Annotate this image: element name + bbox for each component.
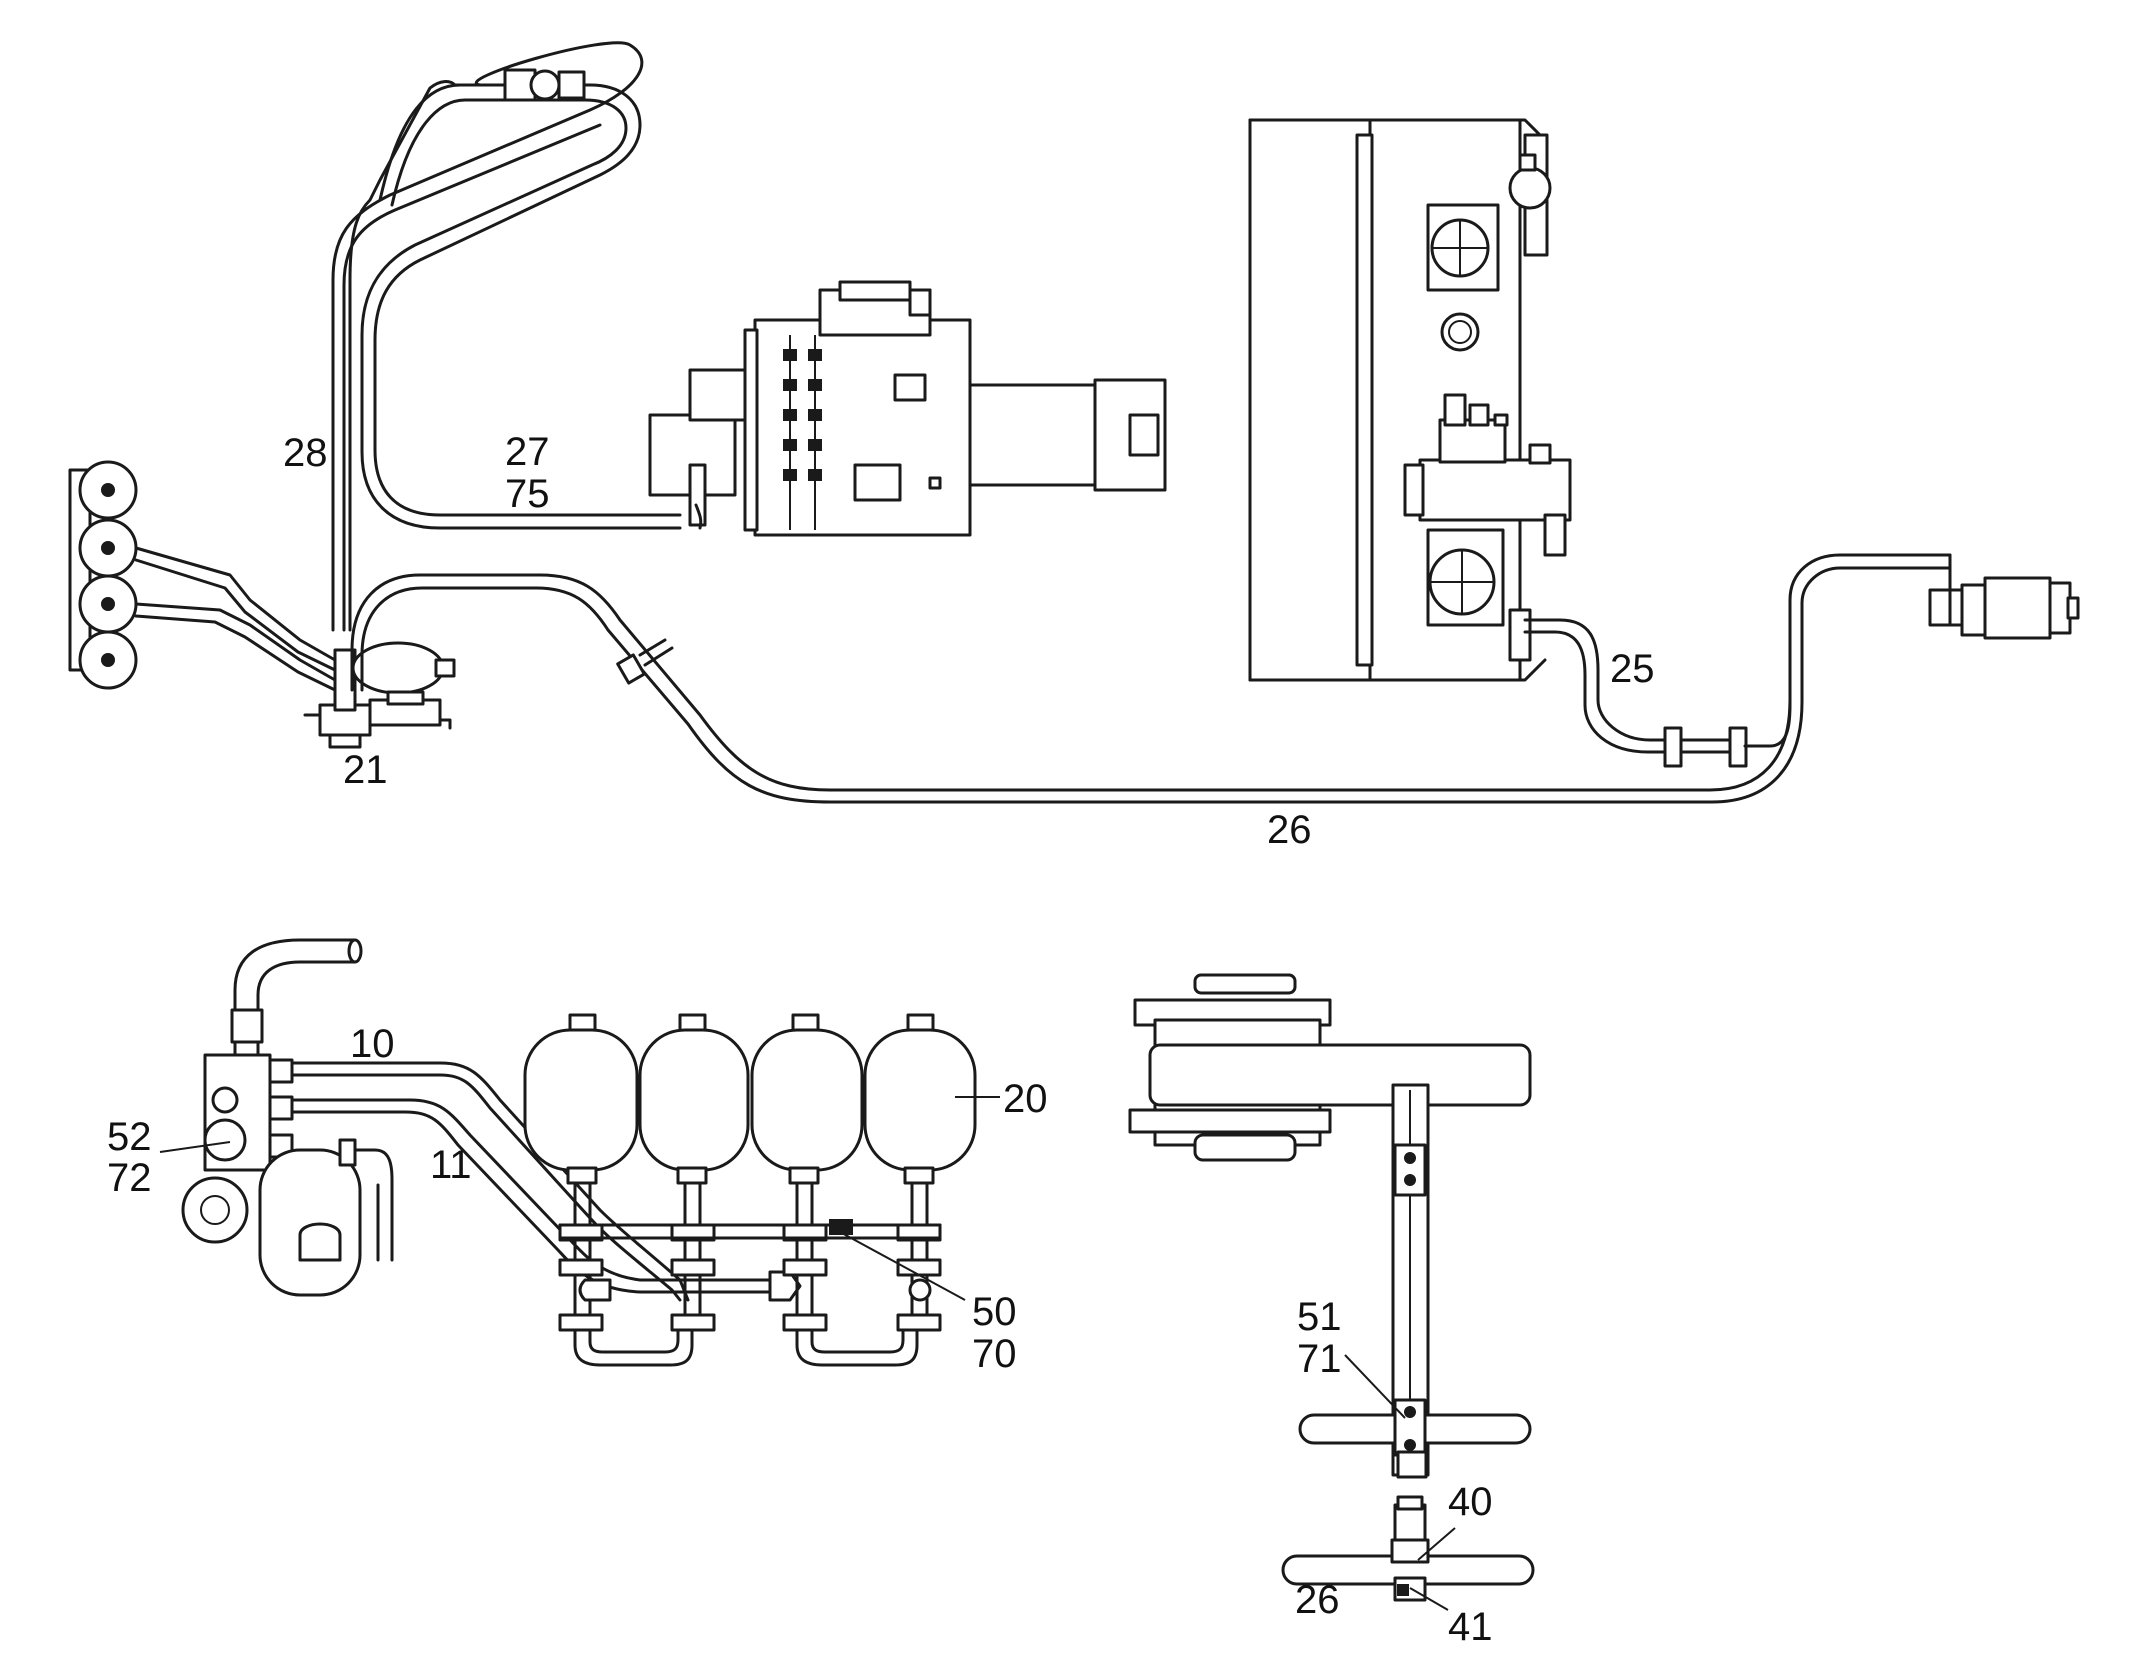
accumulator-fittings bbox=[558, 1219, 942, 1332]
callout-25: 25 bbox=[1610, 647, 1655, 691]
callout-72: 72 bbox=[107, 1156, 152, 1200]
frame-housing bbox=[1248, 118, 1572, 682]
u-bend-lines bbox=[573, 1328, 919, 1367]
leader-lines-bottom-left bbox=[159, 1096, 1000, 1301]
callout-71: 71 bbox=[1297, 1337, 1342, 1381]
callout-10: 10 bbox=[350, 1022, 395, 1066]
loop-hose-28 bbox=[331, 41, 682, 632]
callout-51: 51 bbox=[1297, 1295, 1342, 1339]
accumulators-20 bbox=[523, 1013, 977, 1367]
wheel-bracket-assembly bbox=[1128, 973, 1532, 1479]
manifold-assembly bbox=[181, 938, 394, 1297]
callout-40: 40 bbox=[1448, 1480, 1493, 1524]
callout-26-top: 26 bbox=[1267, 808, 1312, 852]
callout-26-bottom: 26 bbox=[1295, 1578, 1340, 1622]
gauge-cluster bbox=[68, 460, 337, 692]
callout-21: 21 bbox=[343, 748, 388, 792]
callout-27: 27 bbox=[505, 430, 550, 474]
callout-20: 20 bbox=[1003, 1077, 1048, 1121]
transmission-bolts bbox=[783, 349, 822, 481]
callout-70: 70 bbox=[972, 1332, 1017, 1376]
callout-50: 50 bbox=[972, 1290, 1017, 1334]
accumulator-3 bbox=[750, 1013, 864, 1322]
right-motor bbox=[1928, 553, 2080, 640]
callout-41: 41 bbox=[1448, 1605, 1493, 1649]
callout-labels: 28 27 75 21 26 25 10 11 52 72 20 50 70 5… bbox=[107, 430, 1655, 1649]
lower-bar-assembly bbox=[1281, 1495, 1535, 1602]
hose-25 bbox=[1523, 618, 1792, 768]
callout-28: 28 bbox=[283, 431, 328, 475]
accumulator-2 bbox=[638, 1013, 750, 1322]
valve-block-21 bbox=[303, 641, 456, 749]
callout-11: 11 bbox=[430, 1143, 472, 1187]
leader-lines-bottom-right bbox=[1344, 1354, 1456, 1611]
transmission-unit bbox=[648, 280, 1167, 537]
callout-75: 75 bbox=[505, 472, 550, 516]
hose-26-clamp bbox=[616, 638, 674, 685]
accumulator-1 bbox=[523, 1013, 639, 1322]
accumulator-4 bbox=[863, 1013, 977, 1322]
callout-52: 52 bbox=[107, 1115, 152, 1159]
hose-26 bbox=[350, 553, 1952, 804]
